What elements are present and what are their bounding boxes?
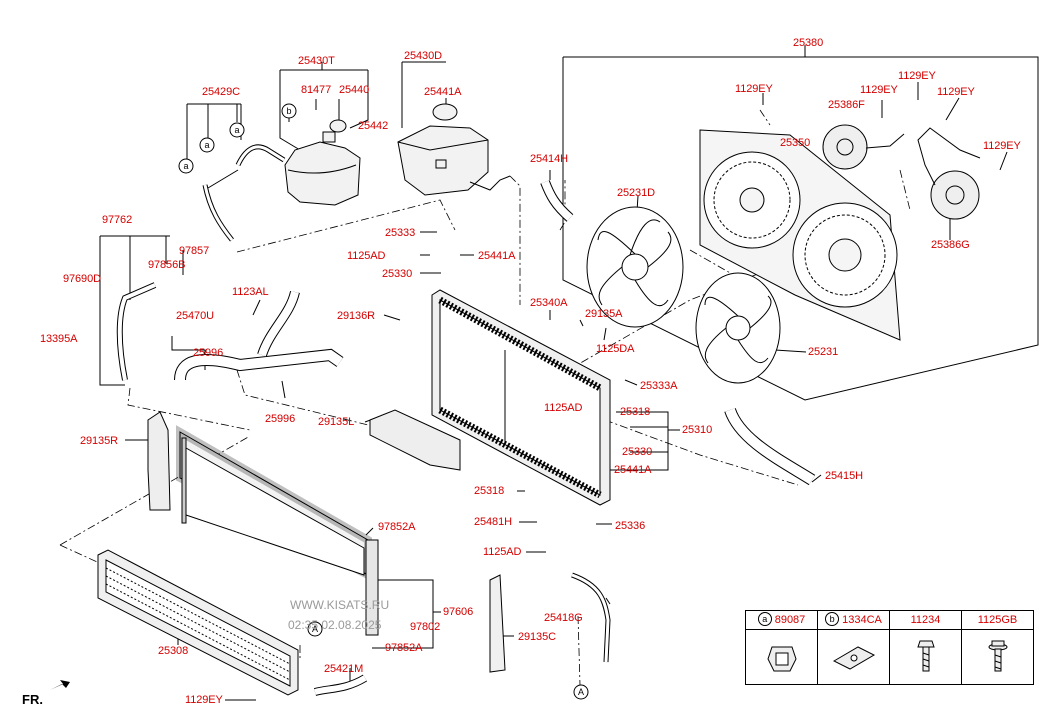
reservoir-small	[284, 119, 361, 206]
part-label-25386f: 25386F	[828, 99, 865, 111]
part-label-1125da: 1125DA	[596, 343, 635, 355]
legend-code-4: 1125GB	[977, 614, 1018, 626]
callout-a-2: a	[204, 140, 209, 150]
part-label-25441a-top: 25441A	[424, 86, 462, 98]
front-arrow-icon	[50, 680, 70, 690]
part-label-25231: 25231	[808, 346, 839, 358]
condenser	[176, 425, 379, 636]
clip-icon	[767, 646, 797, 672]
fan-motor-1	[822, 124, 905, 170]
part-label-25441a-bot: 25441A	[614, 464, 652, 476]
fan-motor-2	[917, 127, 981, 220]
part-label-97856b: 97856B	[148, 259, 186, 271]
fan-blade-large	[586, 206, 684, 328]
speed-nut-icon	[832, 646, 876, 670]
legend-code-2: 1334CA	[842, 614, 882, 626]
fan-blade-small	[695, 272, 781, 384]
callout-b-1: b	[286, 106, 291, 116]
part-label-25333a: 25333A	[640, 380, 678, 392]
part-label-97857: 97857	[179, 245, 210, 257]
seal-strip	[489, 574, 506, 673]
part-label-25318-1: 25318	[620, 406, 651, 418]
part-label-1129ey-2: 1129EY	[860, 84, 898, 96]
part-label-25308: 25308	[158, 645, 189, 657]
part-label-1125ad-3: 1125AD	[483, 546, 522, 558]
part-label-97762: 97762	[102, 214, 133, 226]
part-label-29135c: 29135C	[518, 631, 556, 643]
part-label-1125ad-1: 1125AD	[347, 250, 386, 262]
part-label-29135l: 29135L	[318, 416, 355, 428]
part-label-29135a: 29135A	[585, 308, 623, 320]
part-label-1125ad-2: 1125AD	[544, 402, 583, 414]
expansion-tank	[397, 103, 511, 196]
legend-circle-a: a	[757, 612, 772, 626]
legend-code-3: 11234	[910, 614, 941, 626]
part-label-25429c: 25429C	[202, 86, 240, 98]
part-label-25481h: 25481H	[474, 516, 512, 528]
part-label-25442: 25442	[358, 120, 389, 132]
part-label-25231d: 25231D	[617, 187, 655, 199]
part-label-25310: 25310	[682, 424, 713, 436]
part-label-29136r: 29136R	[337, 310, 375, 322]
part-label-81477: 81477	[301, 84, 332, 96]
legend-code-1: 89087	[774, 614, 806, 626]
part-label-97852a-1: 97852A	[378, 521, 416, 533]
part-label-25421m: 25421M	[324, 663, 364, 675]
watermark-line-1: WWW.KISATS.RU	[290, 598, 390, 612]
legend-circle-b: b	[825, 612, 840, 626]
front-label: FR.	[22, 692, 43, 707]
part-label-25330-top: 25330	[382, 268, 413, 280]
part-label-25333: 25333	[385, 227, 416, 239]
intercooler	[97, 549, 299, 696]
part-label-1129ey-5: 1129EY	[983, 140, 1021, 152]
part-label-25470u: 25470U	[176, 310, 214, 322]
part-label-25996-2: 25996	[265, 413, 296, 425]
part-label-1129ey-6: 1129EY	[185, 694, 223, 706]
part-label-25340a: 25340A	[530, 297, 568, 309]
part-label-97802: 97802	[410, 621, 441, 633]
air-guide-lower	[369, 409, 461, 471]
part-label-97606: 97606	[443, 606, 474, 618]
part-label-25386g: 25386G	[931, 239, 970, 251]
part-label-25415h: 25415H	[825, 470, 863, 482]
callout-A-lower: A	[578, 687, 584, 697]
watermark-line-2: 02:35 02.08.2025	[288, 618, 382, 632]
part-label-25330-bot: 25330	[622, 446, 653, 458]
callout-a-3: a	[234, 125, 239, 135]
part-label-25441a-mid: 25441A	[478, 250, 516, 262]
part-label-97852a-2: 97852A	[385, 642, 423, 654]
part-label-1129ey-4: 1129EY	[937, 86, 975, 98]
part-label-25380: 25380	[793, 37, 824, 49]
air-guide-right	[147, 411, 171, 511]
bolt-icon	[917, 640, 935, 672]
callout-a-1: a	[183, 161, 188, 171]
part-label-13395a: 13395A	[40, 333, 78, 345]
part-label-25318-2: 25318	[474, 485, 505, 497]
part-label-25430t: 25430T	[298, 55, 335, 67]
part-label-25414h: 25414H	[530, 153, 568, 165]
flange-bolt-icon	[988, 640, 1008, 672]
part-label-29135r: 29135R	[80, 435, 118, 447]
part-label-1129ey-3: 1129EY	[898, 70, 936, 82]
legend-cell-4: 1125GB	[962, 611, 1033, 684]
legend-cell-3: 11234	[890, 611, 962, 684]
part-label-97690d: 97690D	[63, 273, 101, 285]
part-label-25418g: 25418G	[544, 612, 583, 624]
part-label-25440: 25440	[339, 84, 370, 96]
part-label-25350: 25350	[780, 137, 811, 149]
part-label-1129ey-1: 1129EY	[735, 83, 773, 95]
part-label-1123al: 1123AL	[232, 286, 269, 298]
part-label-25430d: 25430D	[404, 50, 442, 62]
callout-A-upper: A	[312, 624, 318, 634]
part-label-25996-1: 25996	[193, 347, 224, 359]
radiator	[431, 289, 611, 506]
fan-shroud	[699, 129, 901, 341]
part-label-25336: 25336	[615, 520, 646, 532]
